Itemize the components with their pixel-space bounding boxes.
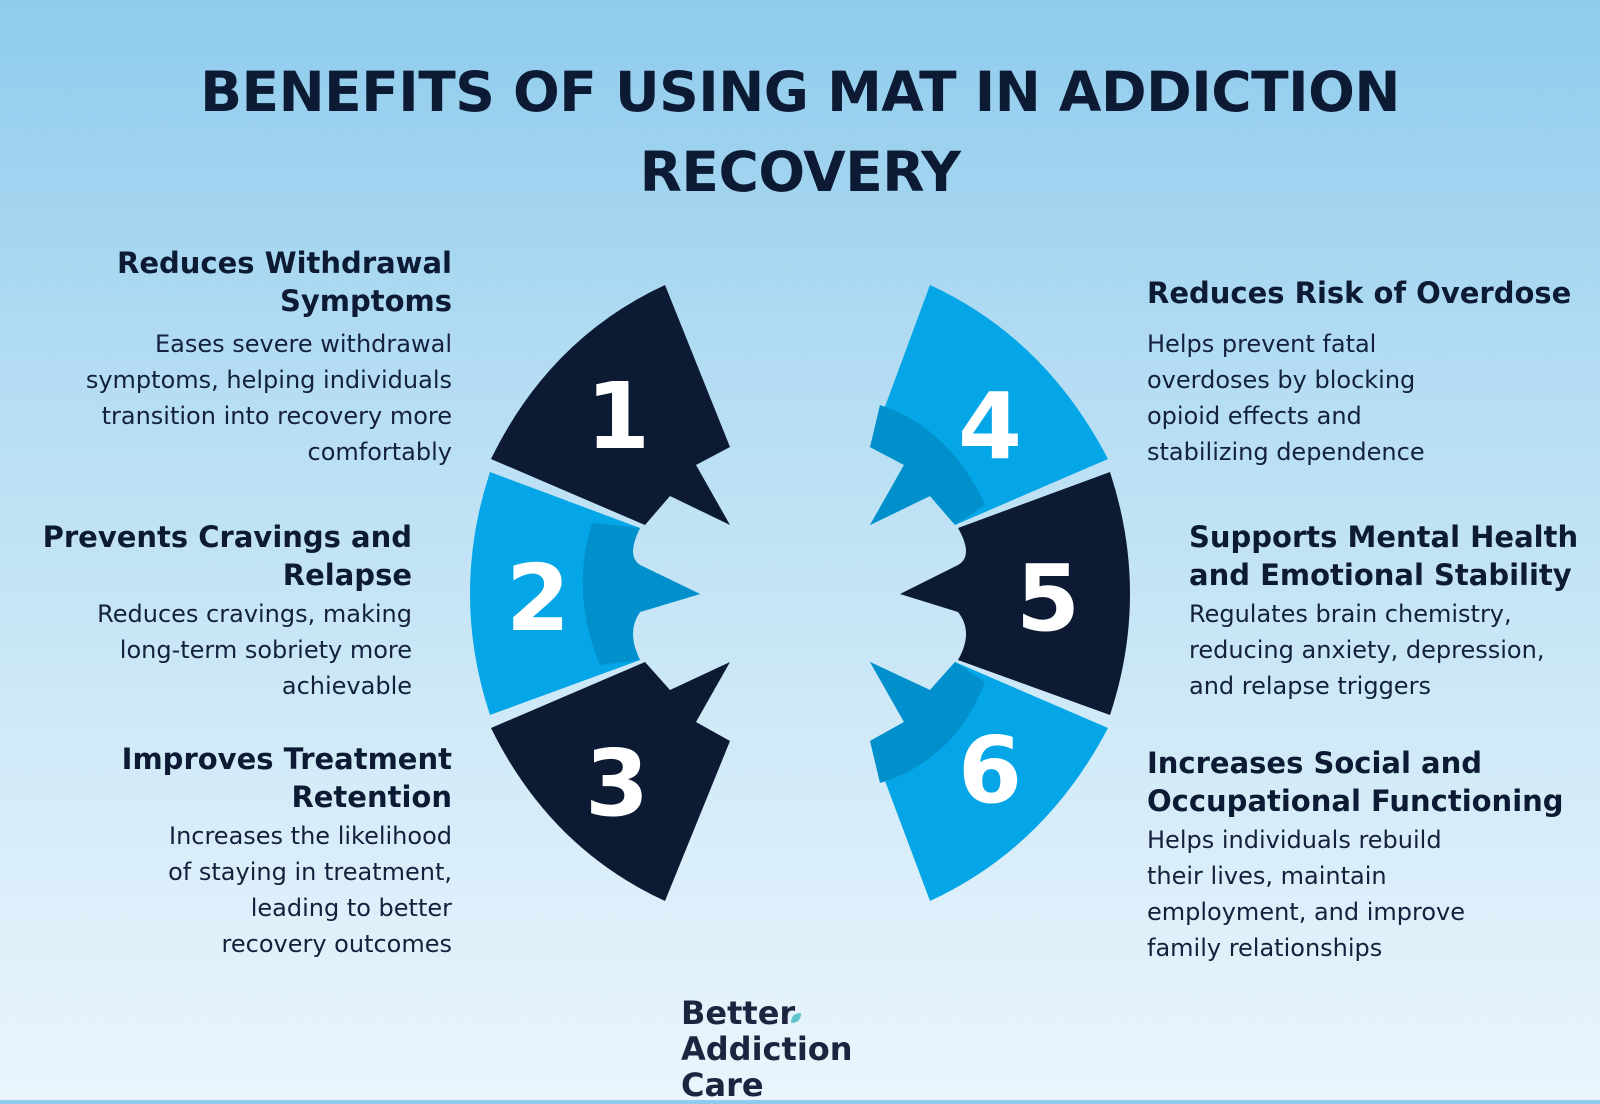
benefit-2-description: Reduces cravings, making long-term sobri…: [97, 600, 412, 700]
segment-6-inner-band: [870, 662, 985, 783]
segment-2-number: 2: [506, 545, 570, 652]
benefit-3-description: Increases the likelihood of staying in t…: [168, 822, 452, 958]
segment-1-number: 1: [586, 363, 650, 470]
segment-3: [491, 662, 730, 901]
benefit-item-6: Increases Social and Occupational Functi…: [1147, 744, 1592, 966]
segment-2-inner-band: [582, 523, 700, 665]
benefit-3-heading: Improves Treatment Retention: [121, 742, 452, 814]
title-line-1: BENEFITS OF USING MAT IN ADDICTION: [200, 60, 1400, 124]
better-addiction-care-logo: Better Addiction Care: [681, 995, 941, 1103]
title-line-2: RECOVERY: [639, 140, 961, 204]
benefit-item-1: Reduces Withdrawal Symptoms Eases severe…: [12, 244, 452, 470]
logo-line-2: Addiction Care: [681, 1030, 853, 1104]
benefit-item-2: Prevents Cravings and Relapse Reduces cr…: [12, 518, 412, 704]
benefit-5-description: Regulates brain chemistry, reducing anxi…: [1189, 600, 1545, 700]
segment-6-number: 6: [958, 717, 1022, 824]
segment-3-number: 3: [585, 730, 649, 837]
benefit-1-description: Eases severe withdrawal symptoms, helpin…: [85, 330, 452, 466]
segment-5-number: 5: [1016, 545, 1080, 652]
benefit-item-4: Reduces Risk of Overdose Helps prevent f…: [1147, 274, 1587, 470]
benefit-2-heading: Prevents Cravings and Relapse: [42, 520, 412, 592]
leaf-icon: [791, 1013, 801, 1023]
benefit-6-heading: Increases Social and Occupational Functi…: [1147, 746, 1564, 818]
benefit-item-5: Supports Mental Health and Emotional Sta…: [1189, 518, 1594, 704]
page-title: BENEFITS OF USING MAT IN ADDICTION RECOV…: [0, 52, 1600, 212]
segment-4-inner-band: [870, 405, 985, 525]
logo-line-1: Better: [681, 994, 796, 1032]
benefit-5-heading: Supports Mental Health and Emotional Sta…: [1189, 520, 1579, 592]
benefit-4-heading: Reduces Risk of Overdose: [1147, 276, 1572, 310]
segment-1: [491, 285, 730, 525]
benefit-4-description: Helps prevent fatal overdoses by blockin…: [1147, 330, 1425, 466]
benefit-1-heading: Reduces Withdrawal Symptoms: [117, 246, 452, 318]
segment-4-number: 4: [958, 373, 1022, 480]
benefit-6-description: Helps individuals rebuild their lives, m…: [1147, 826, 1466, 962]
benefit-item-3: Improves Treatment Retention Increases t…: [12, 740, 452, 962]
segment-5: [900, 472, 1130, 715]
